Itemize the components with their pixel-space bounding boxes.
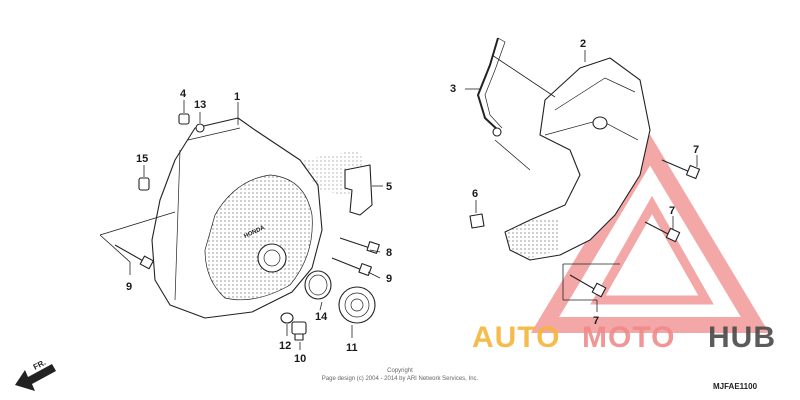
cover-2-part[interactable] [504,57,651,261]
watermark-triangle [530,134,770,333]
callout-1: 1 [234,91,240,103]
washer-12-part[interactable] [280,312,294,324]
copyright-line2: Page design (c) 2004 - 2014 by ARI Netwo… [322,376,479,382]
bolt-9-right-part[interactable] [331,257,372,277]
plug-10-part[interactable] [291,321,307,341]
bolt-7-top-part[interactable] [661,159,701,180]
callout-5: 5 [386,181,392,193]
callout-labels: 1 2 3 4 5 6 7 7 7 8 9 9 10 11 12 13 14 1… [126,38,699,365]
callout-14: 14 [315,311,328,323]
o-ring-small-part[interactable] [195,123,205,133]
callout-13: 13 [194,99,206,111]
callout-10: 10 [294,353,306,365]
watermark-word-moto: MOTO [582,321,675,354]
leader-lines [99,50,698,350]
watermark-word-hub: HUB [708,321,776,354]
callout-9-left: 9 [126,281,132,293]
dowel-pin-part[interactable] [178,113,190,125]
callout-11: 11 [346,342,358,354]
crankcase-cover-part[interactable]: HONDA [151,117,323,319]
callout-4: 4 [180,88,187,100]
watermark-word-auto: AUTO [472,321,560,354]
callout-9-right: 9 [386,273,392,285]
copyright-line1: Copyright [387,368,413,374]
front-direction-arrow-icon: FR. [15,358,56,391]
callout-7-mid: 7 [669,205,675,217]
dowel-pin-15-part[interactable] [138,177,150,191]
bracket-part[interactable] [344,164,373,216]
rod-3-part[interactable] [477,37,506,137]
callout-3: 3 [450,83,456,95]
watermark-logo: AUTO MOTO HUB [472,321,776,354]
bolt-9-left-part[interactable] [114,244,154,270]
clip-6-part[interactable] [469,213,485,229]
callout-7-top: 7 [693,144,699,156]
callout-15: 15 [136,153,148,165]
bolt-7-mid-part[interactable] [644,221,681,243]
diagram-code: MJFAE1100 [713,382,758,391]
callout-12: 12 [279,340,291,352]
callout-7-low: 7 [593,315,599,327]
cap-11-part[interactable] [338,286,376,324]
callout-2: 2 [580,38,586,50]
bolt-8-part[interactable] [339,237,380,254]
callout-6: 6 [472,188,478,200]
callout-8: 8 [386,247,392,259]
bolt-7-low-part[interactable] [569,274,607,298]
